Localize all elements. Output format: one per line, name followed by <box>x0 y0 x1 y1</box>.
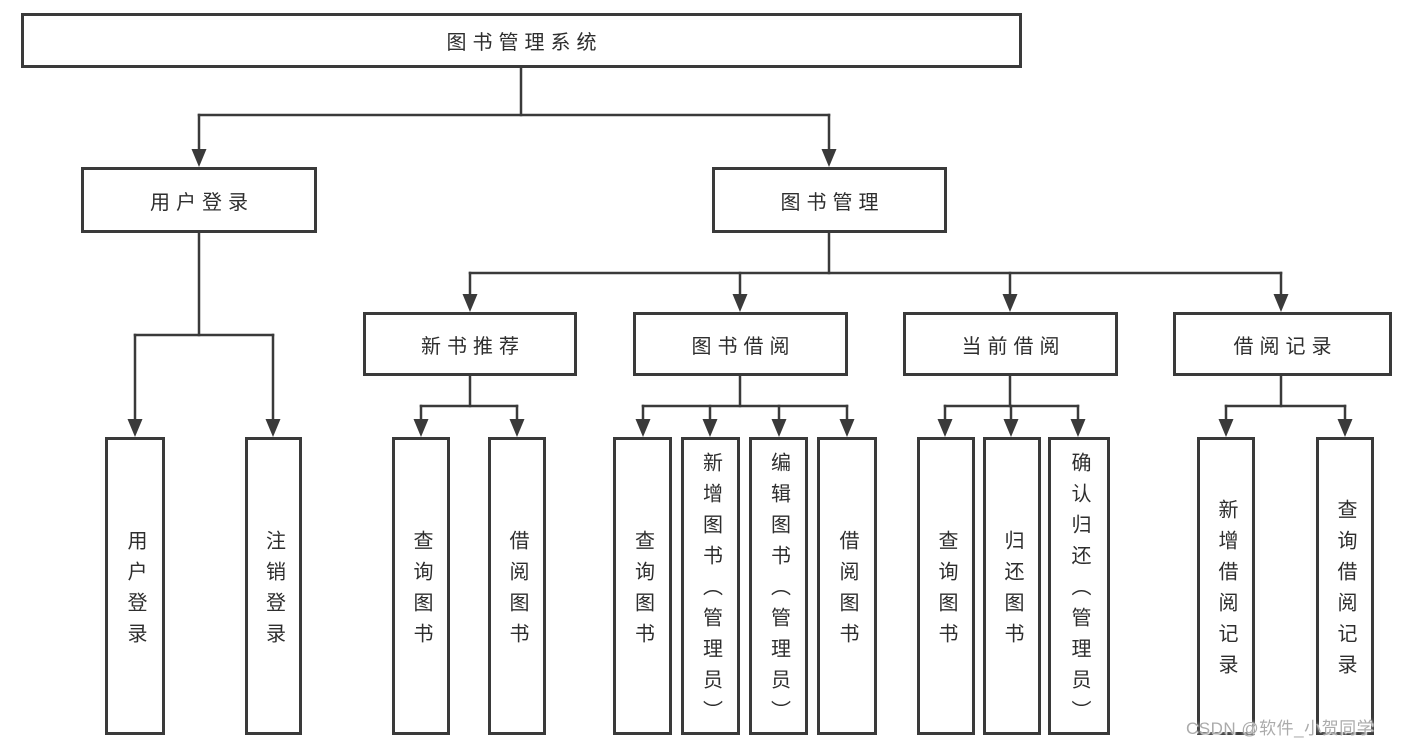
leaf-borrow-books-borrowing-label: 借阅图书 <box>836 529 858 654</box>
node-library-system: 图书管理系统 <box>21 13 1022 68</box>
leaf-return-books-label: 归还图书 <box>1001 529 1023 654</box>
leaf-edit-books-admin-label: 编辑图书（管理员） <box>767 452 790 731</box>
connector-records-to-leaves <box>1218 374 1353 437</box>
leaf-add-books-admin-label: 新增图书（管理员） <box>699 452 722 731</box>
leaf-add-borrow-record-label: 新增借阅记录 <box>1215 498 1237 685</box>
connector-user-login-to-leaves <box>127 231 281 437</box>
leaf-logout: 注销登录 <box>245 437 302 735</box>
leaf-edit-books-admin: 编辑图书（管理员） <box>749 437 808 735</box>
leaf-query-books-recommend-label: 查询图书 <box>410 529 432 654</box>
connector-recommendation-to-leaves <box>413 374 525 437</box>
leaf-borrow-books-borrowing: 借阅图书 <box>817 437 877 735</box>
node-book-borrowing: 图书借阅 <box>633 312 848 376</box>
leaf-logout-label: 注销登录 <box>262 529 285 654</box>
leaf-return-books: 归还图书 <box>983 437 1041 735</box>
node-library-system-label: 图书管理系统 <box>446 32 603 54</box>
node-new-book-recommendation: 新书推荐 <box>363 312 577 376</box>
watermark: CSDN @软件_小贺同学 <box>1186 719 1375 738</box>
leaf-query-borrow-record-label: 查询借阅记录 <box>1334 498 1356 685</box>
node-current-borrowing-label: 当前借阅 <box>961 335 1066 358</box>
node-book-management: 图书管理 <box>712 167 947 233</box>
leaf-query-books-borrowing: 查询图书 <box>613 437 672 735</box>
node-borrowing-records-label: 借阅记录 <box>1233 335 1338 358</box>
leaf-query-books-current-label: 查询图书 <box>935 529 957 654</box>
leaf-user-login-label: 用户登录 <box>124 529 146 654</box>
connector-book-management-to-level3 <box>462 231 1289 312</box>
leaf-query-borrow-record: 查询借阅记录 <box>1316 437 1374 735</box>
leaf-borrow-books-recommend: 借阅图书 <box>488 437 546 735</box>
leaf-user-login: 用户登录 <box>105 437 165 735</box>
node-book-borrowing-label: 图书借阅 <box>691 335 796 358</box>
node-user-login: 用户登录 <box>81 167 317 233</box>
node-current-borrowing: 当前借阅 <box>903 312 1118 376</box>
leaf-add-books-admin: 新增图书（管理员） <box>681 437 740 735</box>
leaf-confirm-return-admin-label: 确认归还（管理员） <box>1068 452 1090 731</box>
node-borrowing-records: 借阅记录 <box>1173 312 1392 376</box>
leaf-confirm-return-admin: 确认归还（管理员） <box>1048 437 1110 735</box>
connector-root-to-level2 <box>191 66 837 167</box>
connector-borrowing-to-leaves <box>635 374 855 437</box>
leaf-borrow-books-recommend-label: 借阅图书 <box>506 529 528 654</box>
leaf-add-borrow-record: 新增借阅记录 <box>1197 437 1255 735</box>
connector-current-borrowing-to-leaves <box>937 374 1086 437</box>
node-new-book-recommendation-label: 新书推荐 <box>421 335 525 358</box>
leaf-query-books-borrowing-label: 查询图书 <box>631 529 654 654</box>
node-user-login-label: 用户登录 <box>150 191 254 214</box>
leaf-query-books-recommend: 查询图书 <box>392 437 450 735</box>
leaf-query-books-current: 查询图书 <box>917 437 975 735</box>
node-book-management-label: 图书管理 <box>780 191 885 214</box>
